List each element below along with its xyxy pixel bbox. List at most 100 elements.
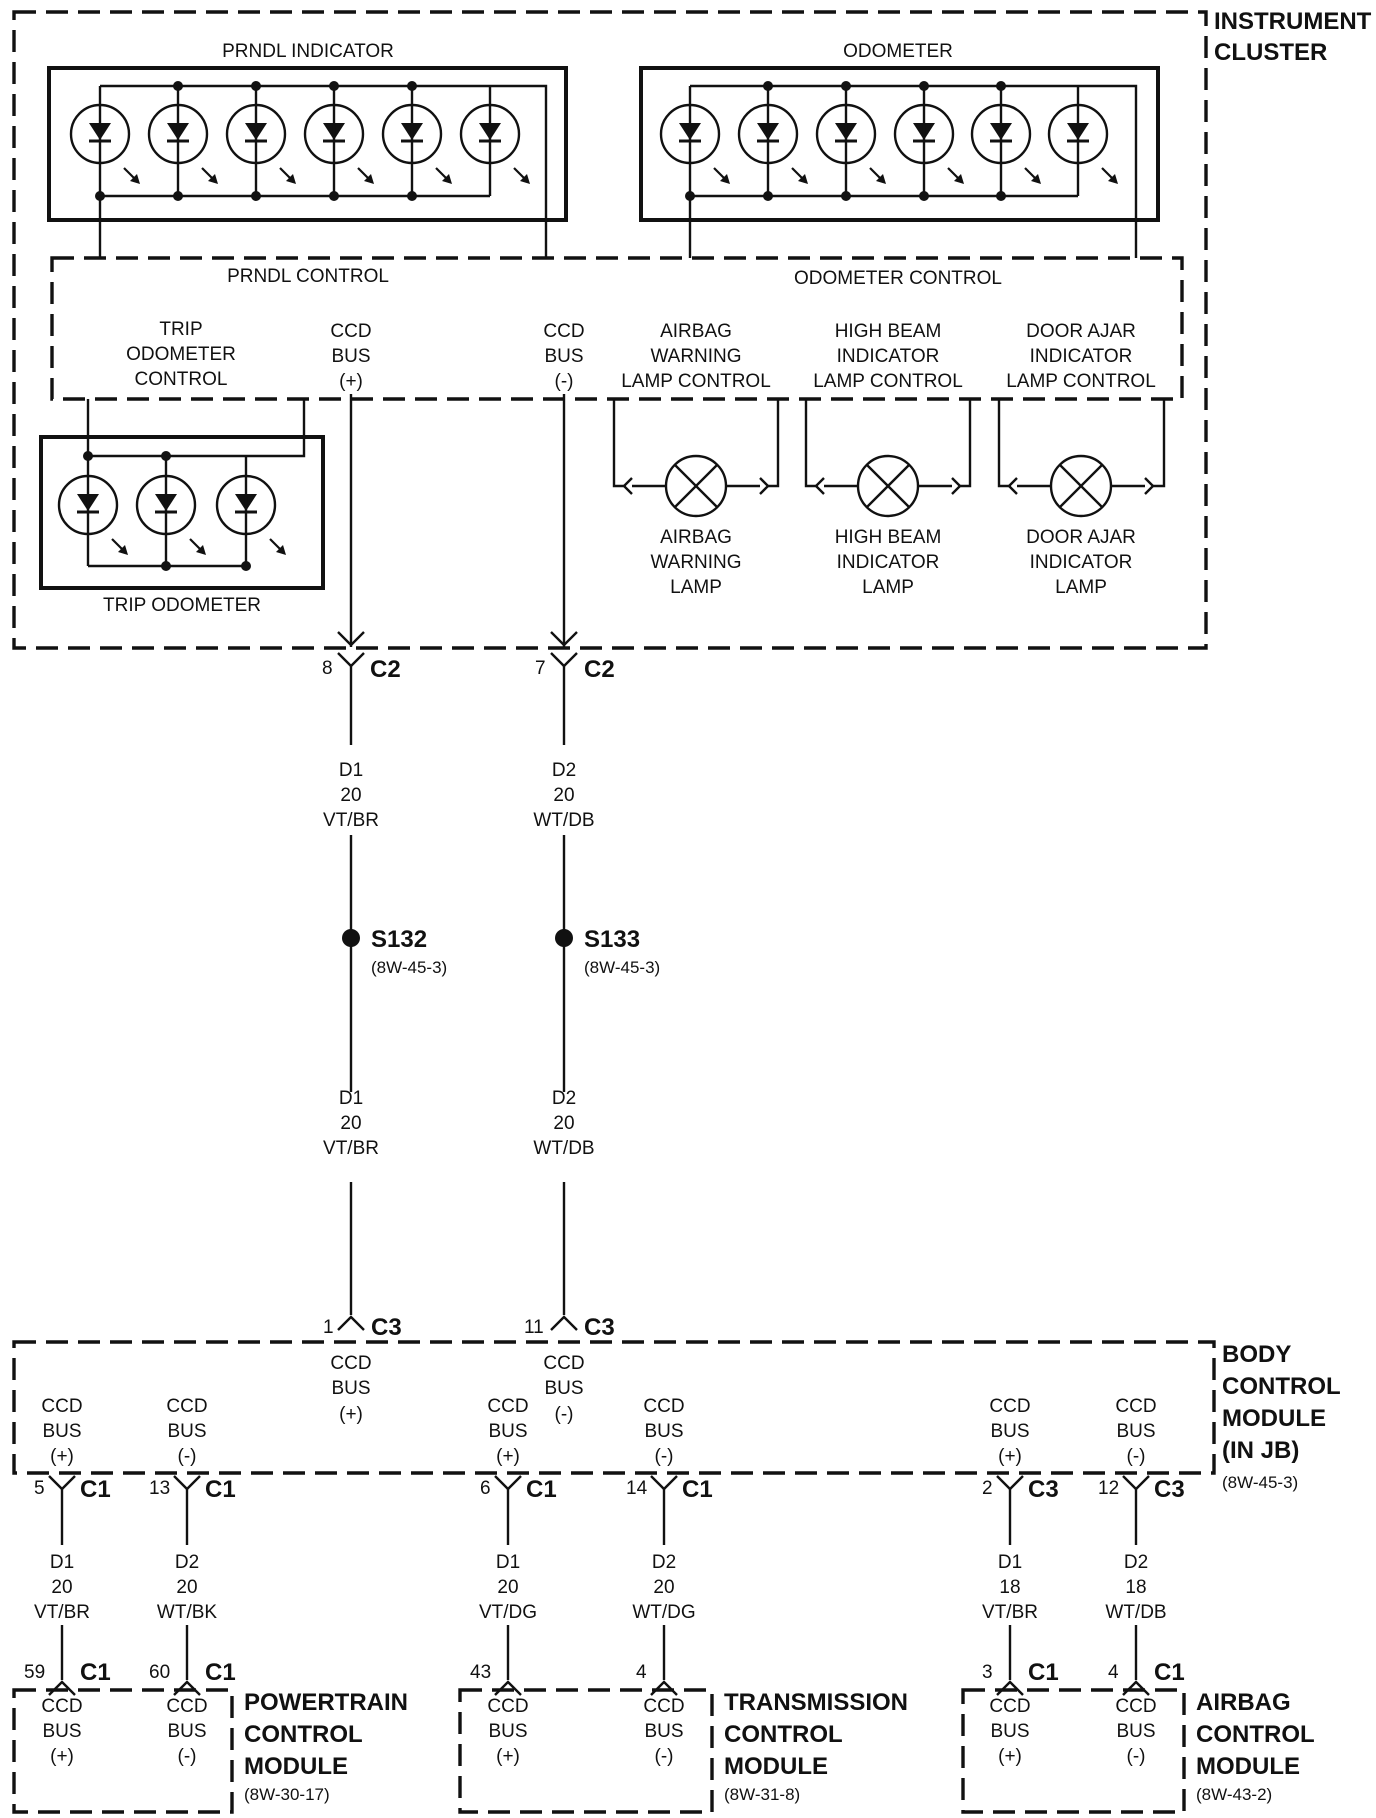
c3-pos-pin: 1 bbox=[323, 1317, 334, 1338]
module-connector: C1 bbox=[1154, 1659, 1185, 1686]
bcm-port-connector: C3 bbox=[1154, 1476, 1185, 1503]
wire-color: WT/BK bbox=[157, 1602, 217, 1623]
c3-neg-name: C3 bbox=[584, 1314, 615, 1341]
module-port-label-3: (+) bbox=[50, 1746, 74, 1767]
bcm-port-pin: 13 bbox=[149, 1478, 170, 1499]
bcm-port-label-3: (+) bbox=[998, 1446, 1022, 1467]
module-port-label-1: CCD bbox=[166, 1696, 207, 1717]
ccd-bus-positive-wire bbox=[337, 394, 365, 1331]
wire-gauge: 18 bbox=[999, 1577, 1020, 1598]
splice-s133-name: S133 bbox=[584, 926, 640, 953]
door-ajar-lamp-label-3: LAMP bbox=[1055, 577, 1107, 598]
led-icon bbox=[303, 103, 376, 186]
led-icon bbox=[225, 103, 298, 186]
wire-d2-upper-color: WT/DB bbox=[533, 810, 594, 831]
modules: POWERTRAINCONTROLMODULE(8W-30-17)TRANSMI… bbox=[12, 1688, 1315, 1814]
led-icon bbox=[215, 474, 288, 557]
door-ajar-lamp-label-1: DOOR AJAR bbox=[1026, 527, 1136, 548]
c2-pos-pin: 8 bbox=[322, 658, 333, 679]
led-icon bbox=[57, 474, 130, 557]
led-icon bbox=[459, 103, 532, 186]
bcm-top-pos-3: (+) bbox=[339, 1404, 363, 1425]
airbag-lamp-label-1: AIRBAG bbox=[660, 527, 732, 548]
bcm-port-connector: C1 bbox=[682, 1476, 713, 1503]
bcm-port-connector: C3 bbox=[1028, 1476, 1059, 1503]
bcm-port-label-3: (-) bbox=[655, 1446, 674, 1467]
led-icon bbox=[135, 474, 208, 557]
led-icon bbox=[737, 103, 810, 186]
bcm-port-label-2: BUS bbox=[167, 1421, 206, 1442]
cluster-ccd-bus-neg-3: (-) bbox=[555, 371, 574, 392]
cluster-ccd-bus-pos-1: CCD bbox=[330, 321, 371, 342]
wire-gauge: 20 bbox=[653, 1577, 674, 1598]
lamp-icon bbox=[856, 454, 920, 518]
wire-color: WT/DB bbox=[1105, 1602, 1166, 1623]
c3-neg-pin: 11 bbox=[524, 1317, 544, 1338]
module-title-2: CONTROL bbox=[1196, 1721, 1315, 1748]
splice-s132-ref: (8W-45-3) bbox=[371, 958, 447, 977]
led-icon bbox=[1047, 103, 1120, 186]
trip-odometer-control-3: CONTROL bbox=[135, 369, 228, 390]
module-boundary bbox=[12, 1688, 234, 1814]
bcm-title-2: CONTROL bbox=[1222, 1373, 1341, 1400]
bcm-port-label-2: BUS bbox=[488, 1421, 527, 1442]
wire-d1-upper-circuit: D1 bbox=[339, 760, 363, 781]
trip-odometer-box bbox=[39, 435, 325, 590]
module-port-label-2: BUS bbox=[488, 1721, 527, 1742]
module-pin: 60 bbox=[149, 1662, 170, 1683]
module-connector: C1 bbox=[205, 1659, 236, 1686]
bcm-top-pos-1: CCD bbox=[330, 1353, 371, 1374]
high-beam-lamp-control-3: LAMP CONTROL bbox=[813, 371, 963, 392]
bcm-port-label-3: (-) bbox=[1127, 1446, 1146, 1467]
module-ref: (8W-43-2) bbox=[1196, 1785, 1272, 1804]
wire-circuit: D2 bbox=[652, 1552, 676, 1573]
airbag-lamp-label-2: WARNING bbox=[650, 552, 741, 573]
wire-circuit: D1 bbox=[50, 1552, 74, 1573]
lamp-icon bbox=[664, 454, 728, 518]
bcm-top-neg-2: BUS bbox=[544, 1378, 583, 1399]
trip-odometer-control-2: ODOMETER bbox=[126, 344, 236, 365]
bcm-port-label-1: CCD bbox=[1115, 1396, 1156, 1417]
led-icon bbox=[970, 103, 1043, 186]
module-port-label-1: CCD bbox=[989, 1696, 1030, 1717]
module-pin: 4 bbox=[1108, 1662, 1119, 1683]
module-port-label-3: (+) bbox=[496, 1746, 520, 1767]
wire-gauge: 20 bbox=[176, 1577, 197, 1598]
bcm-port-label-3: (-) bbox=[178, 1446, 197, 1467]
module-port-label-2: BUS bbox=[167, 1721, 206, 1742]
odometer-lamps bbox=[659, 81, 1138, 258]
splice-s133-dot bbox=[555, 929, 573, 947]
led-icon bbox=[893, 103, 966, 186]
wire-color: VT/BR bbox=[982, 1602, 1038, 1623]
airbag-lamp-label-3: LAMP bbox=[670, 577, 722, 598]
bcm-port-label-1: CCD bbox=[166, 1396, 207, 1417]
led-icon bbox=[69, 103, 142, 186]
module-title-1: POWERTRAIN bbox=[244, 1689, 408, 1716]
trip-odometer-lamps bbox=[57, 399, 306, 571]
module-title-3: MODULE bbox=[724, 1753, 828, 1780]
module-title-3: MODULE bbox=[244, 1753, 348, 1780]
bcm-port-label-2: BUS bbox=[1116, 1421, 1155, 1442]
module-pin: 59 bbox=[24, 1662, 45, 1683]
prndl-indicator-box bbox=[47, 66, 568, 222]
wire-d1-lower-color: VT/BR bbox=[323, 1138, 379, 1159]
odometer-label: ODOMETER bbox=[843, 41, 953, 62]
wire-color: VT/DG bbox=[479, 1602, 537, 1623]
module-port-label-2: BUS bbox=[42, 1721, 81, 1742]
bcm-port-label-1: CCD bbox=[487, 1396, 528, 1417]
module-port-label-1: CCD bbox=[643, 1696, 684, 1717]
door-ajar-indicator-lamp bbox=[997, 399, 1166, 518]
wire-d2-lower-circuit: D2 bbox=[552, 1088, 576, 1109]
bcm-port-label-2: BUS bbox=[990, 1421, 1029, 1442]
module-title-1: AIRBAG bbox=[1196, 1689, 1291, 1716]
body-control-module: BODY CONTROL MODULE (IN JB) (8W-45-3) CC… bbox=[12, 1340, 1341, 1492]
trip-odometer-control-1: TRIP bbox=[159, 319, 202, 340]
module-title-3: MODULE bbox=[1196, 1753, 1300, 1780]
instrument-cluster-boundary bbox=[12, 10, 1208, 650]
airbag-lamp-control-2: WARNING bbox=[650, 346, 741, 367]
led-icon bbox=[147, 103, 220, 186]
